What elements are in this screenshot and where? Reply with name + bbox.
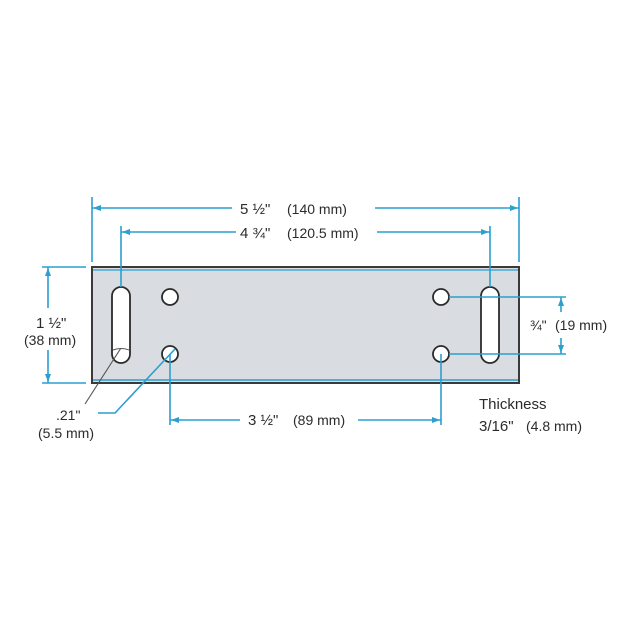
right-slot [480,286,500,364]
left-slot [111,286,131,364]
hole-vertical-spacing-metric: (19 mm) [555,317,607,333]
hole-horizontal-spacing-dimension: 3 ½" (89 mm) [169,354,442,429]
height-imperial: 1 ½" [36,315,66,332]
slot-spacing-imperial: 4 ¾" [240,225,270,242]
slot-spacing-dimension: 4 ¾" (120.5 mm) [120,225,491,287]
hole-diameter-imperial: .21" [56,407,80,423]
thickness-label: Thickness [479,396,547,413]
plate [91,266,520,384]
hole-top-right [432,288,450,306]
height-dimension: 1 ½" (38 mm) [24,266,86,384]
overall-length-metric: (140 mm) [287,201,347,217]
hole-horizontal-spacing-imperial: 3 ½" [248,412,278,429]
hole-vertical-spacing-dimension: ¾" (19 mm) [449,296,607,355]
hole-vertical-spacing-imperial: ¾" [530,317,547,333]
thickness-note: Thickness 3/16" (4.8 mm) [479,396,582,435]
hole-top-left [161,288,179,306]
overall-length-dimension: 5 ½" (140 mm) [91,197,520,262]
hole-horizontal-spacing-metric: (89 mm) [293,412,345,428]
slot-spacing-metric: (120.5 mm) [287,225,359,241]
thickness-metric: (4.8 mm) [526,418,582,434]
hole-diameter-metric: (5.5 mm) [38,425,94,441]
overall-length-imperial: 5 ½" [240,201,270,218]
height-metric: (38 mm) [24,332,76,348]
thickness-imperial: 3/16" [479,418,514,435]
hole-diameter-callout: .21" (5.5 mm) [38,347,176,441]
